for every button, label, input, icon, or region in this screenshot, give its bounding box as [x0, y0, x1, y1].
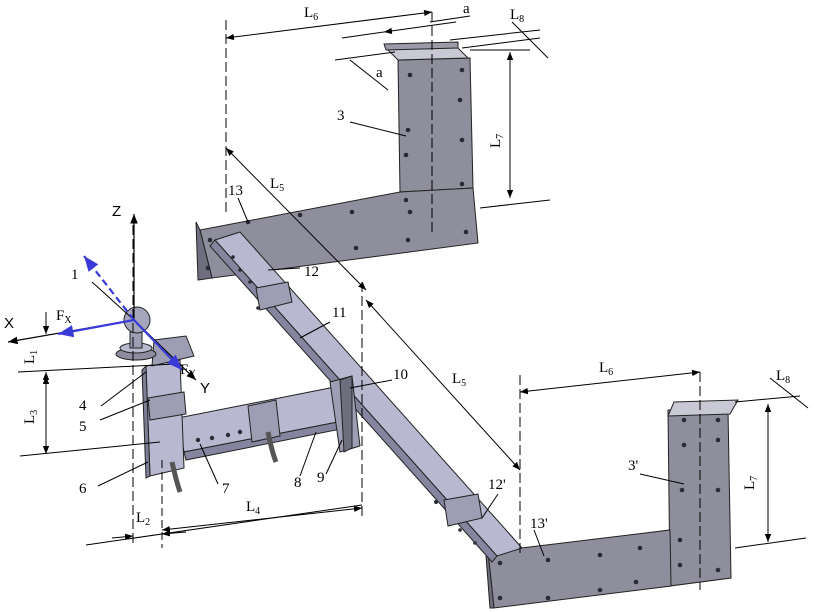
- part-label-11: 11: [332, 305, 347, 321]
- dimension-lines: [17, 9, 809, 590]
- part-label-5: 5: [79, 419, 87, 435]
- part-label-7: 7: [222, 481, 230, 497]
- drawbar: [177, 375, 361, 463]
- part-label-9: 9: [317, 470, 325, 486]
- dim-label-l7-lower: L7: [742, 475, 760, 490]
- force-label-fy: FY: [180, 362, 196, 380]
- axis-label-y: Y: [200, 380, 211, 397]
- part-label-1: 1: [71, 267, 79, 283]
- part-label-6: 6: [79, 481, 87, 497]
- part-label-12: 12: [304, 264, 319, 280]
- dim-label-l5-upper: L5: [270, 176, 285, 194]
- part-label-12-prime: 12': [488, 477, 506, 493]
- dim-label-l6-upper: L6: [304, 5, 319, 23]
- part-label-13-prime: 13': [530, 516, 548, 532]
- part-label-3-prime: 3': [628, 458, 639, 474]
- dim-label-a-upper: a: [463, 1, 470, 17]
- part-label-10: 10: [393, 367, 408, 383]
- part-label-4: 4: [79, 398, 87, 414]
- dim-label-l3: L3: [22, 409, 40, 424]
- dim-label-l2: L2: [136, 510, 151, 528]
- dim-label-l8-upper: L8: [510, 7, 525, 25]
- part-label-13: 13: [228, 183, 243, 199]
- dim-label-l6-lower: L6: [599, 360, 614, 378]
- dim-label-l5-lower: L5: [452, 371, 467, 389]
- dim-label-l1: L1: [22, 349, 40, 364]
- force-label-fx: FX: [56, 308, 72, 326]
- axis-label-x: X: [4, 315, 15, 332]
- dim-label-l7-upper: L7: [488, 133, 506, 148]
- dim-label-a-lower: a: [376, 65, 383, 81]
- ball-mount: [115, 306, 195, 493]
- axis-label-z: Z: [112, 203, 122, 220]
- dim-label-l4: L4: [246, 499, 261, 517]
- force-vectors: [57, 255, 183, 371]
- dim-label-l8-lower: L8: [776, 368, 791, 386]
- part-label-3: 3: [337, 108, 345, 124]
- part-label-8: 8: [294, 475, 302, 491]
